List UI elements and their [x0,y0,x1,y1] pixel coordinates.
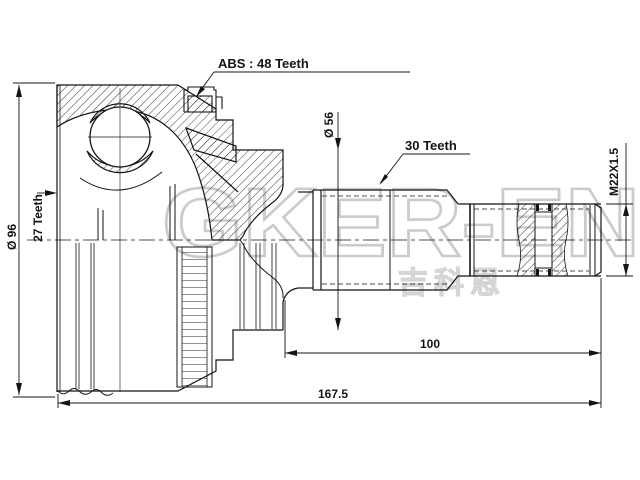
housing-exterior [56,85,299,396]
arrowhead [58,400,70,406]
hub-spline-wedge [184,127,237,163]
arrowhead [285,350,297,356]
arrowhead [196,86,205,97]
abs-teeth-label: ABS : 48 Teeth [218,56,309,71]
total-length-label: 167.5 [318,387,348,401]
ball-bearing [88,88,152,392]
groove-shoulder [548,269,551,276]
boot-groove-scallops [56,388,114,396]
abs-ring-hatched [187,95,213,113]
arrowhead [335,138,341,150]
groove-shoulder [536,204,539,211]
hub-diameter-label: Ø 56 [322,112,336,138]
spline-chamfer-top [446,189,459,205]
thread-spec-label: M22X1.5 [607,148,621,196]
arrowhead [623,204,629,216]
bore-taper-line [195,153,239,193]
hub-spline-label: 27 Teeth [31,194,45,242]
shaft-length-label: 100 [420,337,440,351]
spline-band-teeth [181,246,208,388]
shaft-spline-label: 30 Teeth [405,138,457,153]
housing-bottom-outline [57,329,283,392]
arrowhead [589,350,601,356]
shaft-root-fillet-bottom [239,239,284,299]
arrowhead [16,85,22,97]
arrowhead [623,264,629,276]
abs-ring-clip [216,96,223,109]
arrowhead [16,383,22,395]
abs-tone-ring [183,86,223,113]
arrowhead [335,318,341,330]
hub-to-shaft-fillet-bottom [282,287,299,330]
race-arc-line [79,171,163,191]
groove-shoulder [548,204,551,211]
watermark-cjk-text: 吉科恩 [398,267,506,300]
arrowhead [45,190,57,196]
arrowhead [379,174,388,185]
outer-diameter-label: Ø 96 [5,224,19,250]
spline-chamfer-bottom [446,275,459,291]
groove-shoulder [536,269,539,276]
dimension-annotations [13,71,633,408]
arrowhead [589,400,601,406]
